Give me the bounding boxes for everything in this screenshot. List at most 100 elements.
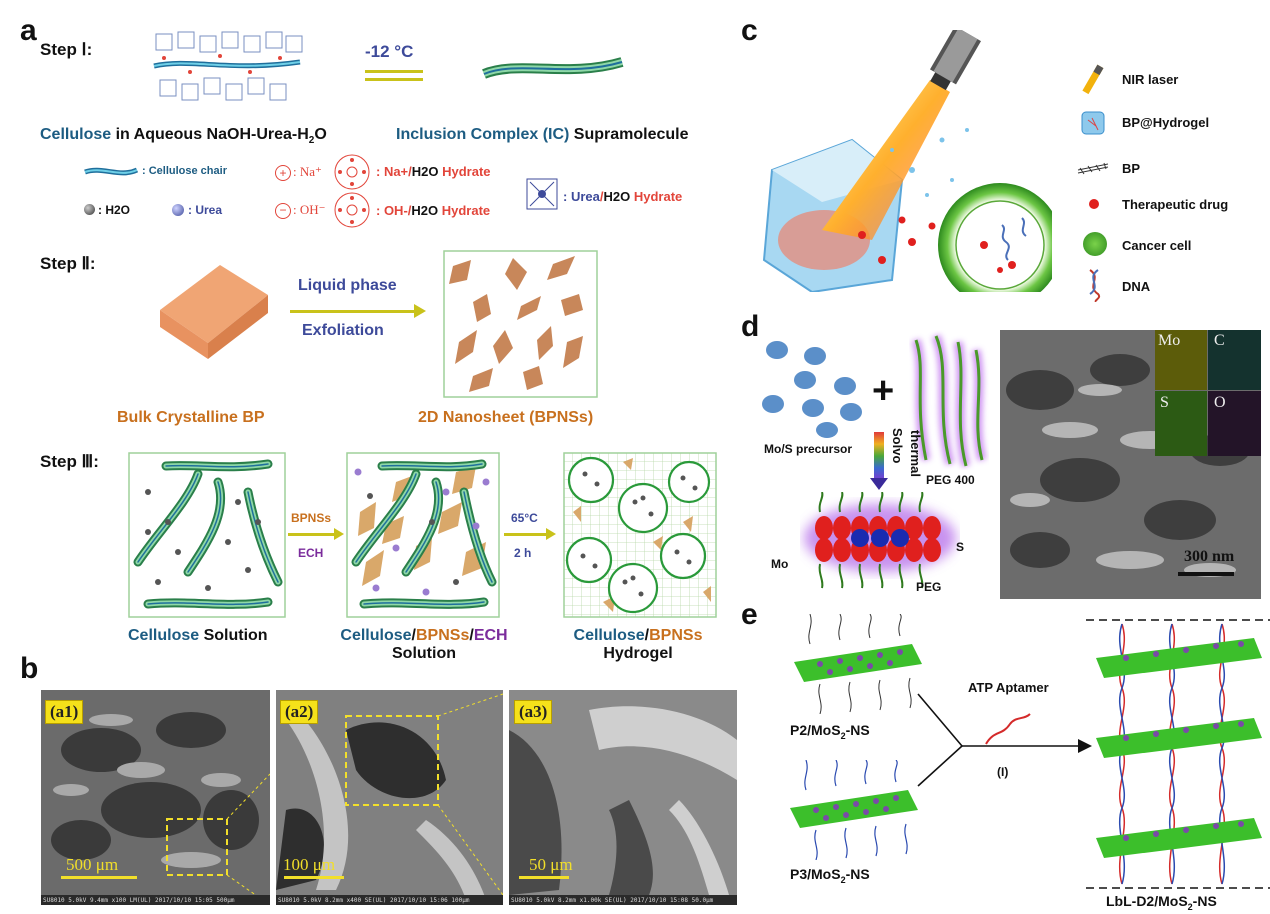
p2-mos2-nanosheet <box>794 614 922 714</box>
solvo-label: Solvo <box>890 428 905 464</box>
sodium-ion-icon: + <box>275 165 291 181</box>
temperature-label: -12 °C <box>365 42 414 61</box>
inclusion-complex-tube <box>482 57 624 79</box>
eds-map-c <box>1208 330 1261 390</box>
dna-icon <box>1089 269 1101 302</box>
urea-hydrate-legend: : Urea/H2O Hydrate <box>563 189 683 204</box>
plus-sign: + <box>872 370 895 412</box>
na-hydrate-legend: : Na+/H2O Hydrate <box>376 164 491 179</box>
ech-arrow-label: ECH <box>298 546 324 560</box>
nir-laser-icon <box>1082 64 1104 95</box>
eds-map-o <box>1208 391 1261 456</box>
urea-legend: : Urea <box>188 203 223 217</box>
panel-e-label: e <box>741 598 758 631</box>
eds-map-s <box>1155 391 1207 456</box>
thermal-label: thermal <box>908 430 923 477</box>
therapeutic-drug-icon <box>1089 199 1099 209</box>
step3-arrow1-line <box>288 533 336 536</box>
sodium-ion-legend: : Na⁺ <box>293 164 322 179</box>
peg-label: PEG <box>916 580 942 594</box>
step1-label: Step Ⅰ: <box>40 40 93 59</box>
peg400-chains <box>911 334 987 468</box>
cellulose-solution-box <box>128 452 286 618</box>
cellulose-bpnss-ech-box <box>346 452 500 618</box>
sem-image-a2 <box>276 690 503 905</box>
na-hydrate-icon <box>334 154 370 190</box>
assembly-arrow <box>917 693 1092 787</box>
liquid-phase-label: Liquid phase <box>298 277 397 294</box>
sem-scale-a2: 100 μm <box>283 855 336 874</box>
bulk-bp-caption: Bulk Crystalline BP <box>117 409 265 426</box>
legend-therapeutic-drug: Therapeutic drug <box>1122 197 1229 212</box>
oh-hydrate-icon <box>334 192 370 228</box>
mos2-peg-nanoparticle <box>804 492 956 589</box>
eds-c-label: C <box>1214 332 1225 349</box>
s-label: S <box>956 540 965 554</box>
legend-bp: BP <box>1122 161 1141 176</box>
urea-molecule-icon <box>172 204 184 216</box>
nanosheet-caption: 2D Nanosheet (BPNSs) <box>418 409 594 426</box>
sem-tag-a2: (a2) <box>280 700 319 724</box>
eds-o-label: O <box>1214 394 1226 411</box>
sem-info-a3: SU8010 5.0kV 8.2mm x1.00k SE(UL) 2017/10… <box>511 897 714 904</box>
bulk-bp-crystal <box>160 265 268 359</box>
bp-sheet-icon <box>1077 162 1109 175</box>
urea-hydrate-icon <box>526 178 558 210</box>
water-legend: : H2O <box>98 203 131 217</box>
sem-d-scale: 300 nm <box>1184 548 1235 565</box>
step3-arrow1-head <box>334 528 344 540</box>
panel-d-label: d <box>741 310 760 343</box>
sem-info-a1: SU8010 5.0kV 9.4mm x100 LM(UL) 2017/10/1… <box>43 897 235 904</box>
solvothermal-arrow-line <box>874 432 884 480</box>
panel-a-label: a <box>20 14 37 47</box>
photothermal-illustration <box>762 30 1052 292</box>
sem-scale-a3: 50 μm <box>529 855 573 874</box>
hydroxide-ion-legend: : OH⁻ <box>293 202 326 217</box>
p3-label: P3/MoS2-NS <box>790 866 870 885</box>
temp2-arrow-label: 65°C <box>511 511 538 525</box>
bpnss-arrow-label: BPNSs <box>291 511 332 525</box>
legend-dna: DNA <box>1122 279 1151 294</box>
step3-arrow2-line <box>504 533 548 536</box>
panel-b-label: b <box>20 652 39 685</box>
sem-tag-a3: (a3) <box>514 700 553 724</box>
eds-mo-label: Mo <box>1158 332 1181 349</box>
lbl-label: LbL-D2/MoS2-NS <box>1106 893 1217 912</box>
legend-nir-laser: NIR laser <box>1122 72 1179 87</box>
sem-tag-a1: (a1) <box>45 700 84 724</box>
mo-label: Mo <box>771 557 789 571</box>
equilibrium-arrow-bottom <box>365 78 423 81</box>
peg400-label: PEG 400 <box>926 473 975 487</box>
cellulose-solution-illustration <box>153 31 303 101</box>
p3-mos2-nanosheet <box>790 760 918 860</box>
hydroxide-ion-icon: − <box>275 203 291 219</box>
solvothermal-arrow-head <box>870 478 888 490</box>
bp-nanosheet-box <box>443 250 598 398</box>
equilibrium-arrow-top <box>365 70 423 73</box>
cellulose-chair-icon <box>84 167 139 176</box>
legend-cancer-cell: Cancer cell <box>1122 238 1192 253</box>
sem-image-a1 <box>41 690 270 905</box>
cancer-cell-icon <box>1083 232 1107 256</box>
cellulose-solution-step3-caption: Cellulose Solution <box>128 627 268 644</box>
bp-hydrogel-icon <box>1081 111 1105 135</box>
exfoliation-arrow-line <box>290 310 416 313</box>
sem-info-a2: SU8010 5.0kV 8.2mm x400 SE(UL) 2017/10/1… <box>278 897 470 904</box>
hydrogel-box <box>563 452 717 618</box>
exfoliation-label: Exfoliation <box>302 322 384 339</box>
step2-label: Step Ⅱ: <box>40 254 96 273</box>
eds-s-label: S <box>1160 394 1169 411</box>
eds-map-mo <box>1155 330 1207 390</box>
oh-hydrate-legend: : OH-/H2O Hydrate <box>376 203 491 218</box>
exfoliation-arrow-head <box>414 304 426 318</box>
p2-label: P2/MoS2-NS <box>790 722 870 741</box>
step3-label: Step Ⅲ: <box>40 452 99 471</box>
sem-image-a3 <box>509 690 737 905</box>
time-arrow-label: 2 h <box>514 546 532 560</box>
lbl-assembly-stack <box>1086 619 1270 889</box>
aptamer-label: ATP Aptamer <box>968 680 1049 695</box>
panel-c-label: c <box>741 14 758 47</box>
mo-s-precursor-dots <box>762 341 862 438</box>
